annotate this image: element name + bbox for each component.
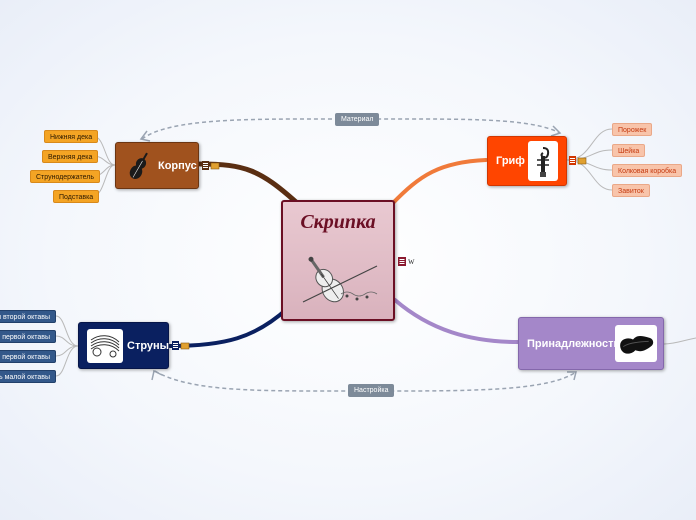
central-note-label: w (408, 256, 415, 266)
central-topic[interactable]: Скрипка (281, 200, 395, 321)
topic-struny-label: Струны (127, 339, 170, 352)
central-topic-title: Скрипка (300, 211, 376, 233)
topic-prinadlezhnosti[interactable]: Принадлежности (518, 317, 664, 370)
korpus-child-2[interactable]: Верхняя дека (42, 150, 99, 163)
topic-korpus[interactable]: Корпус (115, 142, 199, 189)
branch-prin (393, 298, 520, 344)
note-icon[interactable] (398, 257, 406, 266)
relation-material-line (141, 118, 561, 140)
notes-and-attachment-icon[interactable] (172, 341, 190, 350)
struny-child-2[interactable]: Ля первой октавы (0, 330, 56, 343)
struny-child-1[interactable]: Ми второй октавы (0, 310, 56, 323)
relation-label-tuning[interactable]: Настройка (348, 384, 395, 397)
topic-grif-label: Гриф (496, 155, 525, 167)
topic-prinadlezhnosti-label: Принадлежности (527, 337, 621, 350)
grif-child-4[interactable]: Завиток (612, 184, 650, 197)
korpus-child-4[interactable]: Подставка (53, 190, 100, 203)
struny-child-3[interactable]: Ре первой октавы (0, 350, 56, 363)
topic-struny[interactable]: Струны (78, 322, 169, 369)
branch-grif (390, 158, 488, 206)
grif-child-2[interactable]: Шейка (612, 144, 646, 157)
korpus-child-3[interactable]: Струнодержатель (30, 170, 100, 183)
korpus-child-1[interactable]: Нижняя дека (44, 130, 99, 143)
grif-child-1[interactable]: Порожек (612, 123, 653, 136)
topic-grif[interactable]: Гриф (487, 136, 567, 186)
strings-image (87, 329, 123, 363)
notes-and-attachment-icon[interactable] (569, 156, 587, 165)
relation-tuning-line (154, 370, 577, 392)
violin-body-icon (123, 149, 155, 184)
violin-case-image (615, 325, 657, 362)
struny-child-4[interactable]: Соль малой октавы (0, 370, 56, 383)
violin-image (302, 256, 378, 303)
scroll-image (528, 141, 558, 181)
grif-child-3[interactable]: Колковая коробка (612, 164, 683, 177)
relation-label-material[interactable]: Материал (335, 113, 380, 126)
topic-korpus-label: Корпус (158, 159, 197, 172)
notes-and-attachment-icon[interactable] (202, 161, 220, 170)
